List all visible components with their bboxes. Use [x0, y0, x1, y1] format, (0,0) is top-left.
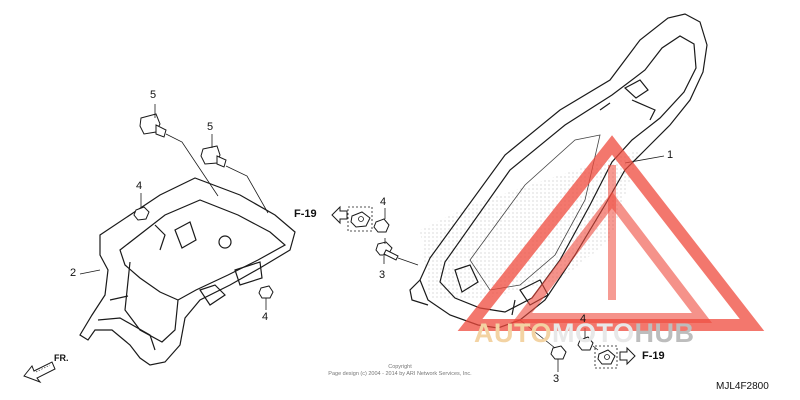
inner-fender	[79, 177, 296, 366]
bolt-3-a	[375, 241, 399, 261]
washer-box-left	[347, 206, 373, 232]
nut-4-a	[133, 206, 150, 221]
clip-5-upper	[139, 113, 167, 138]
callout-3-center: 3	[379, 269, 386, 281]
nut-4-d	[577, 336, 594, 351]
washer-box-right	[594, 345, 618, 369]
front-label: FR.	[54, 353, 69, 363]
copyright-line-2: Page design (c) 2004 - 2014 by ARI Netwo…	[328, 371, 472, 378]
ref-arrow-right-icon	[619, 346, 636, 366]
watermark-text: AUTOMOTOHUB	[474, 318, 695, 349]
watermark-part-c: HUB	[634, 318, 695, 348]
watermark-logo-icon	[457, 135, 765, 331]
callout-3-right: 3	[553, 373, 560, 385]
copyright-notice: Copyright Page design (c) 2004 - 2014 by…	[300, 364, 500, 378]
callout-4-left-bottom: 4	[262, 311, 269, 323]
callout-4-left-top: 4	[136, 180, 143, 192]
nut-4-c	[373, 218, 390, 233]
bolt-3-b	[550, 345, 567, 360]
callout-4-right: 4	[580, 313, 587, 325]
clip-5-lower	[200, 145, 227, 168]
callout-2: 2	[70, 267, 77, 279]
ref-arrow-left-icon	[331, 205, 348, 225]
nut-4-b	[258, 285, 274, 299]
ref-label-right: F-19	[642, 350, 665, 362]
watermark-part-b: MOTO	[552, 318, 635, 348]
callout-5-upper: 5	[150, 89, 157, 101]
watermark-part-a: AUTO	[474, 318, 553, 348]
callout-1: 1	[667, 149, 674, 161]
ref-label-left: F-19	[294, 208, 317, 220]
copyright-line-1: Copyright	[388, 364, 412, 370]
front-arrow-icon	[23, 361, 56, 384]
diagram-code: MJL4F2800	[716, 381, 769, 392]
callout-4-center: 4	[380, 196, 387, 208]
callout-5-lower: 5	[207, 121, 214, 133]
